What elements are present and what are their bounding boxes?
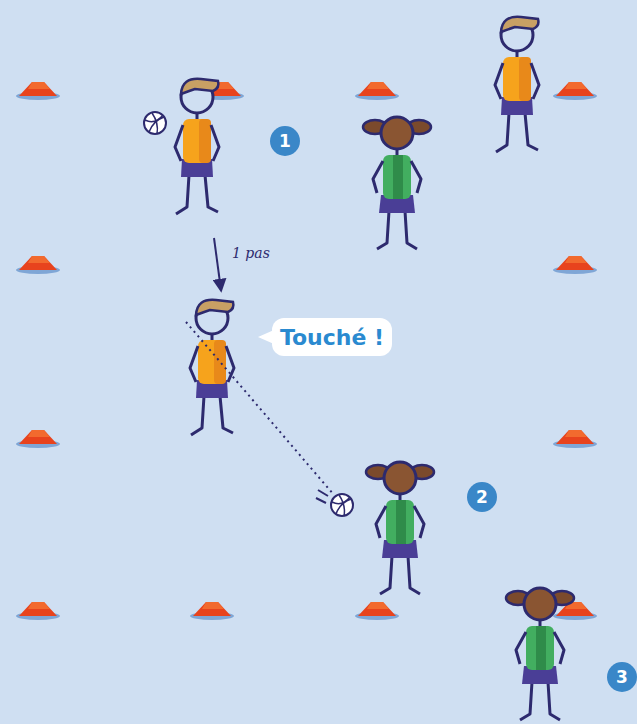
node-text: 3 [616,667,628,687]
player-runner [363,117,431,249]
cone [16,82,60,100]
node-text: Touché ! [280,325,384,350]
cone [190,602,234,620]
cone [355,602,399,620]
cone [553,430,597,448]
callout-number: 3 [607,662,637,692]
player-thrower [175,79,219,214]
player-waiting [506,588,574,720]
speech-bubble: Touché ! [272,318,392,356]
node-text: 2 [476,487,488,507]
player-hit [366,462,434,594]
node-text: 1 [279,131,291,151]
step-arrow [214,238,221,290]
cone [16,602,60,620]
cone [16,256,60,274]
step-label: 1 pas [232,245,270,261]
player-waiting [495,17,539,152]
motion-lines [316,490,328,503]
cone [553,256,597,274]
callout-number: 1 [270,126,300,156]
cone [16,430,60,448]
cone [355,82,399,100]
cone [553,82,597,100]
player-thrower [190,300,234,435]
ball [144,112,166,134]
callout-number: 2 [467,482,497,512]
ball [331,494,353,516]
cones [16,82,597,620]
